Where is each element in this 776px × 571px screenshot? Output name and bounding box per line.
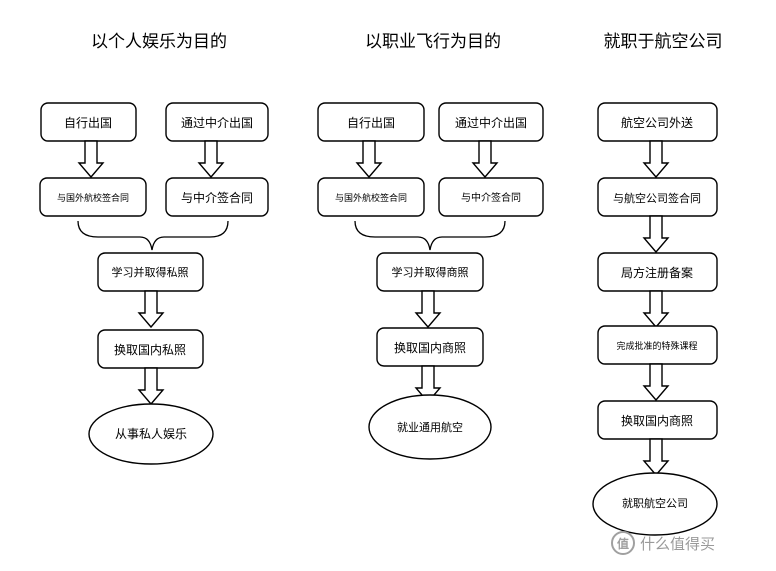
node-outcome-label: 从事私人娱乐 — [115, 427, 187, 441]
node-outcome — [592, 472, 718, 536]
node-self-abroad-label: 自行出国 — [64, 116, 112, 130]
arrow-down — [198, 140, 224, 178]
arrow-down — [138, 290, 164, 328]
svg-text:值: 值 — [617, 536, 629, 551]
node-outcome-label: 就职航空公司 — [622, 496, 688, 510]
node-outcome — [88, 403, 214, 465]
arrow-down — [643, 290, 669, 328]
watermark-logo-icon: 值 — [611, 531, 635, 555]
arrow-down — [356, 140, 382, 178]
node-sign-foreign-school — [39, 177, 147, 217]
node-sign-foreign-school-label: 与国外航校签合同 — [57, 192, 129, 204]
node-study-license-label: 学习并取得私照 — [112, 265, 189, 279]
node-agency-abroad-label: 通过中介出国 — [181, 115, 253, 130]
arrow-down — [643, 363, 669, 401]
watermark: 值 什么值得买 — [611, 531, 715, 555]
node-convert-license-label: 换取国内商照 — [394, 340, 466, 355]
node-convert-license-label: 换取国内私照 — [114, 343, 186, 357]
column-personal: 以个人娱乐为目的 自行出国 通过中介出国 与国外航校签合同 与中介签合同 学习并… — [39, 32, 269, 465]
arrow-down — [472, 140, 498, 178]
node-airline-sponsor-label: 航空公司外送 — [621, 115, 693, 130]
node-sign-foreign-school — [317, 177, 425, 217]
column-professional: 以职业飞行为目的 自行出国 通过中介出国 与国外航校签合同 与中介签合同 学习并… — [317, 32, 544, 460]
node-sign-agency-label: 与中介签合同 — [181, 190, 253, 205]
node-convert-license-label: 换取国内商照 — [621, 413, 693, 428]
node-sign-agency — [165, 177, 269, 217]
arrow-down — [643, 438, 669, 476]
column-title-professional: 以职业飞行为目的 — [365, 32, 501, 52]
watermark-text: 什么值得买 — [640, 535, 715, 553]
arrow-down — [415, 290, 441, 328]
node-study-license-label: 学习并取得商照 — [392, 265, 469, 279]
node-outcome-label: 就业通用航空 — [397, 420, 463, 434]
node-sign-agency-label: 与中介签合同 — [461, 191, 521, 204]
node-sign-airline-label: 与航空公司签合同 — [613, 191, 701, 205]
merge-brace — [77, 220, 229, 251]
node-outcome — [368, 394, 492, 460]
node-approved-course-label: 完成批准的特殊课程 — [616, 340, 697, 352]
node-bureau-register-label: 局方注册备案 — [621, 265, 693, 280]
node-sign-agency — [438, 177, 544, 217]
node-self-abroad-label: 自行出国 — [347, 116, 395, 130]
node-agency-abroad-label: 通过中介出国 — [455, 115, 527, 130]
column-airline: 就职于航空公司 航空公司外送 与航空公司签合同 局方注册备案 完成批准的特殊课程… — [592, 32, 723, 536]
arrow-down — [138, 367, 164, 405]
arrow-down — [643, 140, 669, 178]
column-title-personal: 以个人娱乐为目的 — [91, 32, 227, 52]
node-sign-foreign-school-label: 与国外航校签合同 — [335, 192, 407, 204]
arrow-down — [643, 215, 669, 253]
arrow-down — [78, 140, 104, 178]
merge-brace — [354, 220, 506, 251]
column-title-airline: 就职于航空公司 — [604, 32, 723, 52]
